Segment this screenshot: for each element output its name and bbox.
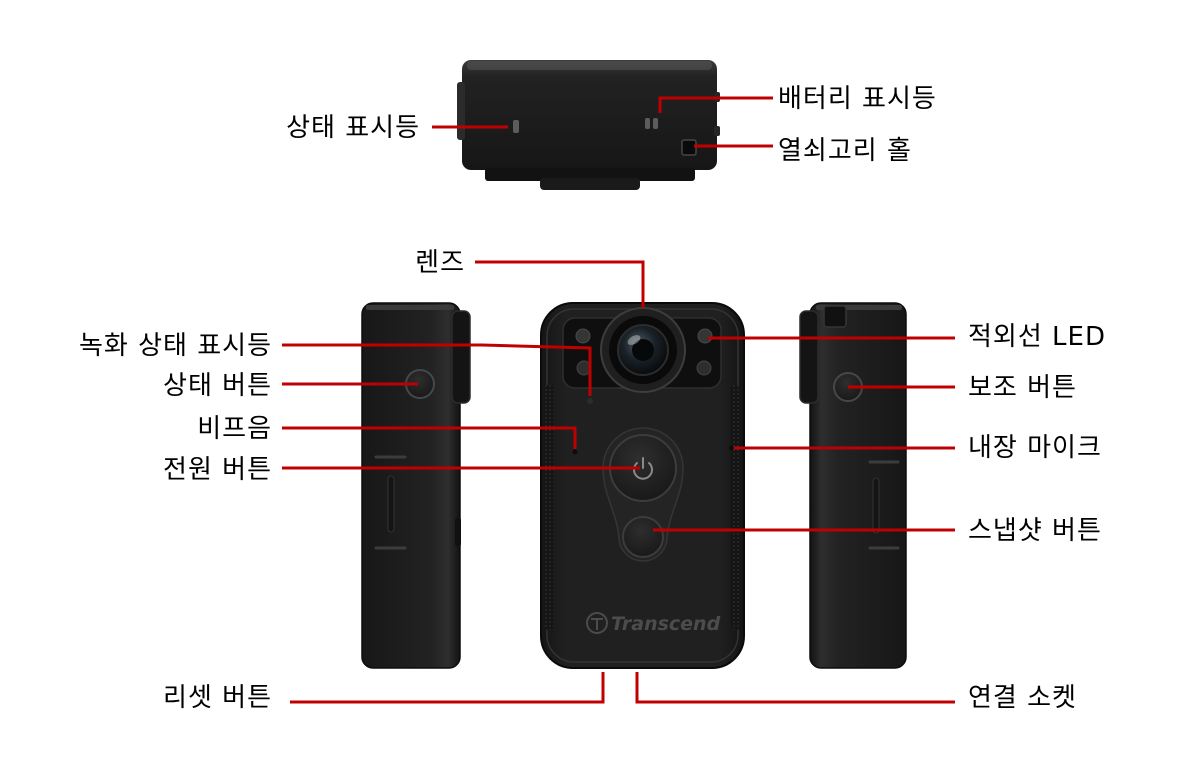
- label-beeper: 비프음: [197, 414, 272, 444]
- top-view-body: [462, 60, 717, 170]
- right-side-lens-bulge: [799, 310, 819, 404]
- label-aux-button: 보조 버튼: [968, 373, 1077, 403]
- left-side-top-edge: [366, 305, 454, 310]
- beeper-hole: [572, 449, 578, 455]
- top-view-left-clip: [457, 82, 465, 140]
- label-power-button: 전원 버튼: [163, 455, 272, 485]
- built-in-mic-hole: [729, 446, 733, 450]
- callout-lens: [475, 260, 645, 308]
- left-side-view-camera: [361, 302, 471, 669]
- callout-reset-button: [290, 672, 605, 704]
- right-side-view-camera: [799, 302, 907, 669]
- battery-led-1: [645, 118, 650, 129]
- labels: 상태 표시등 배터리 표시등 열쇠고리 홀 렌즈 녹화 상태 표시등 상태 버튼…: [79, 84, 1106, 713]
- right-side-groove: [872, 477, 880, 534]
- label-status-button: 상태 버튼: [163, 371, 272, 401]
- left-side-body: [361, 302, 461, 669]
- transcend-logo-icon: Transcend: [586, 612, 721, 635]
- top-view-lens-base: [540, 178, 640, 190]
- snapshot-button: [622, 516, 664, 558]
- label-reset-button: 리셋 버튼: [163, 683, 272, 713]
- label-battery-indicator: 배터리 표시등: [778, 84, 937, 114]
- top-view-right-bump-2: [714, 126, 720, 136]
- left-side-connector: [455, 518, 461, 546]
- top-status-led: [513, 120, 519, 133]
- callout-battery-indicator: [658, 96, 773, 113]
- left-side-groove: [387, 475, 395, 533]
- top-view-camera: [457, 60, 720, 190]
- logo-text: Transcend: [611, 613, 721, 635]
- right-side-body: [809, 302, 907, 669]
- label-infrared-led: 적외선 LED: [968, 322, 1106, 352]
- label-keyring-hole: 열쇠고리 홀: [778, 136, 912, 166]
- front-view-camera: Transcend: [540, 302, 745, 669]
- label-lens: 렌즈: [415, 248, 465, 278]
- battery-led-2: [653, 118, 658, 129]
- right-side-clip: [823, 305, 847, 328]
- label-connection-socket: 연결 소켓: [968, 683, 1077, 713]
- label-built-in-mic: 내장 마이크: [968, 433, 1102, 463]
- lens-highlight: [627, 335, 641, 345]
- front-right-texture: [731, 385, 740, 630]
- label-status-indicator: 상태 표시등: [286, 113, 420, 143]
- callout-recording-status-indicator: [282, 343, 592, 396]
- callout-connection-socket: [635, 672, 955, 704]
- callout-beeper: [282, 426, 577, 449]
- lens-pupil: [632, 339, 654, 361]
- callout-lines: [282, 96, 955, 704]
- logo-mark: [586, 612, 608, 634]
- lens: [600, 307, 686, 393]
- top-view-top-edge: [467, 61, 712, 70]
- label-recording-status-indicator: 녹화 상태 표시등: [79, 331, 272, 361]
- ir-led-top-right: [697, 328, 713, 344]
- left-side-lens-bulge: [451, 310, 471, 404]
- keyring-hole: [681, 139, 697, 156]
- ir-led-top-left: [575, 328, 591, 344]
- label-snapshot-button: 스냅샷 버튼: [968, 516, 1102, 546]
- ir-led-bottom-right: [696, 360, 712, 376]
- top-view-base: [485, 168, 695, 181]
- front-left-texture: [545, 385, 554, 630]
- recording-status-led: [587, 398, 593, 404]
- logo-mark-t: [591, 618, 603, 630]
